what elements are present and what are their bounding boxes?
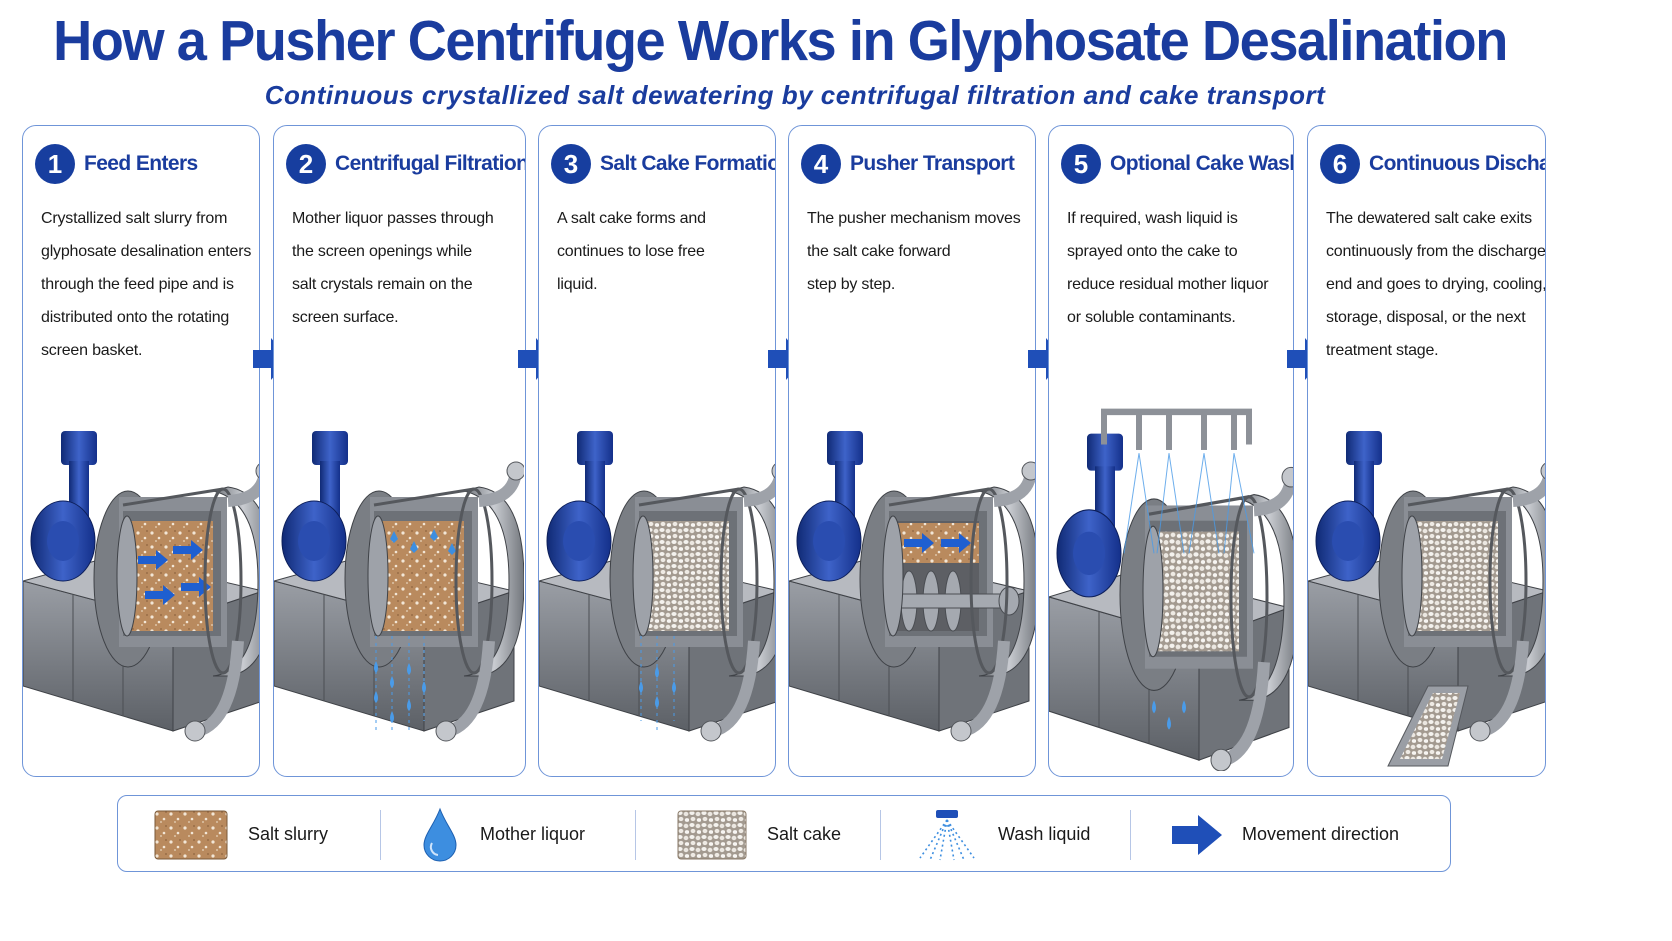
step-panel-1: 1 Feed Enters Crystallized salt slurry f…	[22, 125, 260, 777]
spray-nozzle-icon	[919, 809, 975, 860]
step-number-badge: 3	[551, 144, 591, 184]
desc-line: continuously from the discharge	[1326, 243, 1546, 260]
desc-line: If required, wash liquid is	[1067, 210, 1238, 227]
step-description: The dewatered salt cake exits continuous…	[1326, 202, 1546, 367]
step-panel-5: 5 Optional Cake Washing If required, was…	[1048, 125, 1294, 777]
desc-line: reduce residual mother liquor	[1067, 276, 1269, 293]
desc-line: screen basket.	[41, 342, 143, 359]
legend-divider	[880, 810, 881, 860]
pusher-discs	[898, 570, 1020, 632]
step-title: Optional Cake Washing	[1110, 152, 1293, 175]
desc-line: through the feed pipe and is	[41, 276, 234, 293]
liquid-drops	[374, 661, 426, 723]
centrifuge-illustration-feed	[23, 431, 259, 771]
legend-item-mother-liquor: Mother liquor	[420, 796, 585, 873]
step-header: 3 Salt Cake Formation	[551, 144, 776, 184]
liquid-drops	[1152, 700, 1186, 730]
step-number-badge: 2	[286, 144, 326, 184]
step-title: Salt Cake Formation	[600, 152, 776, 175]
legend-item-movement-direction: Movement direction	[1172, 796, 1399, 873]
centrifuge-illustration-discharge	[1308, 431, 1545, 767]
step-header: 1 Feed Enters	[35, 144, 198, 184]
desc-line: storage, disposal, or the next	[1326, 309, 1526, 326]
step-number-badge: 4	[801, 144, 841, 184]
page-title: How a Pusher Centrifuge Works in Glyphos…	[53, 9, 1508, 73]
desc-line: treatment stage.	[1326, 342, 1439, 359]
legend-label: Salt cake	[767, 824, 842, 844]
step-number-badge: 5	[1061, 144, 1101, 184]
legend: Salt slurry Mother liquor Salt cake Wash…	[117, 795, 1451, 872]
step-title: Pusher Transport	[850, 152, 1015, 175]
step-header: 6 Continuous Discharge	[1320, 144, 1545, 184]
centrifuge-illustration-washing	[1049, 408, 1294, 771]
desc-line: Crystallized salt slurry from	[41, 210, 228, 227]
step-panel-3: 3 Salt Cake Formation A salt cake forms …	[538, 125, 776, 777]
arrow-right-icon	[1172, 814, 1222, 855]
legend-divider	[635, 810, 636, 860]
step-title: Continuous Discharge	[1369, 152, 1545, 175]
legend-divider	[380, 810, 381, 860]
step-description: Mother liquor passes through the screen …	[292, 202, 515, 334]
desc-line: liquid.	[557, 276, 598, 293]
centrifuge-illustration-pusher	[789, 431, 1036, 771]
wash-spray-bar	[1101, 408, 1252, 450]
desc-line: end and goes to drying, cooling,	[1326, 276, 1546, 293]
legend-label: Salt slurry	[248, 824, 329, 844]
step-title: Feed Enters	[84, 152, 198, 175]
step-panel-4: 4 Pusher Transport The pusher mechanism …	[788, 125, 1036, 777]
centrifuge-illustration-filtration	[274, 431, 524, 771]
droplet-icon	[423, 807, 457, 861]
legend-item-salt-cake: Salt cake	[677, 796, 841, 873]
step-number-badge: 6	[1320, 144, 1360, 184]
step-header: 5 Optional Cake Washing	[1061, 144, 1293, 184]
desc-line: salt crystals remain on the	[292, 276, 473, 293]
desc-line: the screen openings while	[292, 243, 473, 260]
desc-line: The pusher mechanism moves	[807, 210, 1021, 227]
salt-cake-swatch	[677, 810, 747, 859]
step-header: 4 Pusher Transport	[801, 144, 1015, 184]
step-panel-6: 6 Continuous Discharge The dewatered sal…	[1307, 125, 1546, 777]
desc-line: sprayed onto the cake to	[1067, 243, 1238, 260]
step-title: Centrifugal Filtration	[335, 152, 526, 175]
desc-line: the salt cake forward	[807, 243, 951, 260]
wash-spray	[1123, 453, 1255, 554]
desc-line: continues to lose free	[557, 243, 705, 260]
step-description: If required, wash liquid is sprayed onto…	[1067, 202, 1283, 334]
step-panel-2: 2 Centrifugal Filtration Mother liquor p…	[273, 125, 526, 777]
legend-label: Wash liquid	[998, 824, 1091, 844]
desc-line: A salt cake forms and	[557, 210, 706, 227]
centrifuge-illustration-cake	[539, 431, 775, 771]
step-description: The pusher mechanism moves the salt cake…	[807, 202, 1025, 301]
desc-line: Mother liquor passes through	[292, 210, 494, 227]
legend-item-wash-liquid: Wash liquid	[916, 796, 1090, 873]
desc-line: or soluble contaminants.	[1067, 309, 1236, 326]
step-description: Crystallized salt slurry from glyphosate…	[41, 202, 252, 367]
legend-item-salt-slurry: Salt slurry	[154, 796, 328, 873]
legend-label: Movement direction	[1242, 824, 1400, 844]
discharge-chute	[1387, 685, 1469, 767]
page-subtitle: Continuous crystallized salt dewatering …	[264, 80, 1326, 110]
legend-label: Mother liquor	[480, 824, 586, 844]
salt-slurry-swatch	[154, 810, 228, 859]
step-header: 2 Centrifugal Filtration	[286, 144, 526, 184]
desc-line: The dewatered salt cake exits	[1326, 210, 1532, 227]
step-description: A salt cake forms and continues to lose …	[557, 202, 765, 301]
step-number-badge: 1	[35, 144, 75, 184]
desc-line: distributed onto the rotating	[41, 309, 230, 326]
desc-line: screen surface.	[292, 309, 399, 326]
desc-line: glyphosate desalination enters	[41, 243, 252, 260]
legend-divider	[1130, 810, 1131, 860]
desc-line: step by step.	[807, 276, 896, 293]
